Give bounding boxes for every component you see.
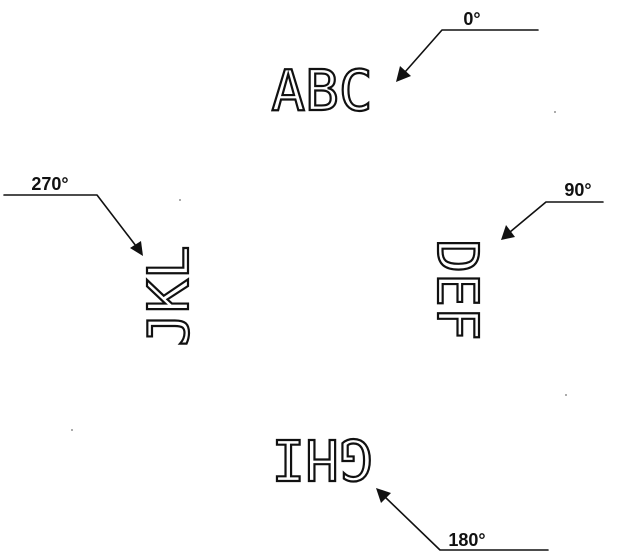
arrowhead-90-deg [501,225,515,240]
callout-270-deg: 270° [3,174,143,256]
text-ghi: GHI [271,426,372,491]
text-jkl: JKL [137,245,202,346]
text-def: DEF [424,239,489,340]
leader-line-90-deg [509,201,604,233]
callout-90-deg: 90° [501,180,604,240]
speck [554,111,556,113]
leader-line-270-deg [3,194,137,247]
callout-180-deg: 180° [376,488,549,551]
scan-specks [71,111,567,431]
angle-label-90-deg: 90° [564,180,591,200]
angle-label-180-deg: 180° [448,530,485,550]
rotated-text-def: DEF [423,238,490,341]
rotated-text-jkl: JKL [136,244,203,347]
speck [71,429,73,431]
leader-line-0-deg [404,29,539,73]
arrowhead-180-deg [376,488,391,503]
speck [179,199,181,201]
angle-label-0-deg: 0° [463,9,480,29]
rotated-text-abc: ABC [270,58,373,125]
rotated-text-ghi: GHI [270,425,373,492]
leader-line-180-deg [383,495,549,551]
angle-label-270-deg: 270° [31,174,68,194]
callout-0-deg: 0° [396,9,539,82]
text-abc: ABC [271,59,372,124]
arrowhead-270-deg [130,241,143,256]
speck [565,394,567,396]
arrowhead-0-deg [396,66,411,82]
